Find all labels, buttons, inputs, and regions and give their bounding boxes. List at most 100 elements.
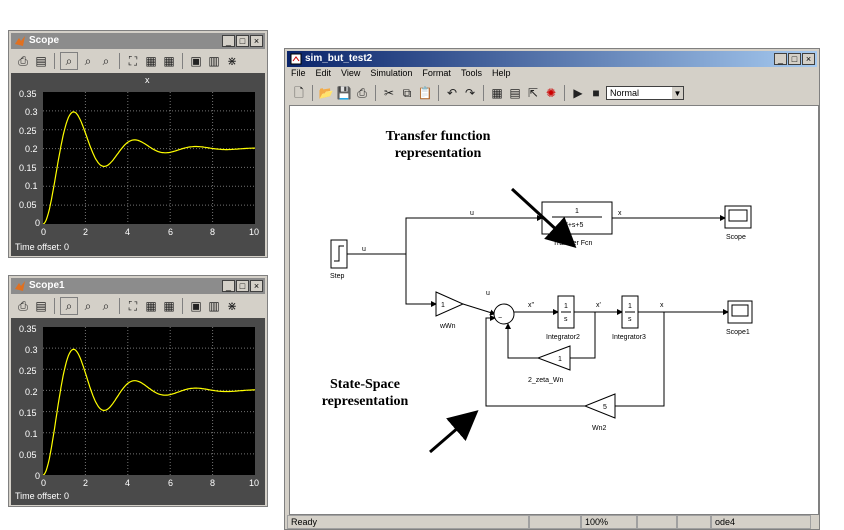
cut-icon[interactable]: ✂ [383, 86, 395, 100]
maximize-button[interactable]: □ [236, 280, 249, 292]
y-tick-label: 0.1 [25, 429, 38, 439]
print-icon[interactable]: ⎙ [18, 54, 28, 68]
stop-simulation-icon[interactable]: ■ [592, 86, 600, 100]
signal-selection-icon[interactable]: ⋇ [226, 299, 238, 313]
gain-wwn-value: 1 [441, 302, 445, 309]
integrator2-block[interactable] [557, 295, 575, 329]
step-block[interactable] [330, 239, 348, 269]
start-simulation-icon[interactable]: ▶ [573, 86, 583, 100]
floating-scope-icon[interactable]: ▣ [190, 54, 202, 68]
sum-minus-sign: − [498, 315, 502, 322]
y-tick-label: 0.3 [25, 345, 38, 355]
restore-axes-icon[interactable]: ▦ [163, 299, 175, 313]
copy-icon[interactable]: ⧉ [402, 86, 412, 100]
toolbar-separator [375, 85, 376, 101]
undo-icon[interactable]: ↶ [446, 86, 458, 100]
menu-format[interactable]: Format [422, 68, 451, 78]
signal-label-xdd: x'' [528, 302, 534, 309]
signal-label-u: u [486, 290, 490, 297]
floating-scope-icon[interactable]: ▣ [190, 299, 202, 313]
x-tick-label: 8 [210, 227, 216, 237]
menu-view[interactable]: View [341, 68, 361, 78]
zoom-y-icon[interactable]: ⌕ [102, 54, 110, 68]
scope1-titlebar[interactable]: Scope1 _ □ × [11, 278, 265, 294]
x-tick-label: 6 [168, 478, 174, 488]
new-model-icon[interactable]: 🗋 [294, 86, 304, 100]
menu-simulation[interactable]: Simulation [370, 68, 413, 78]
close-button[interactable]: × [250, 280, 263, 292]
save-axes-icon[interactable]: ▦ [145, 299, 157, 313]
scope1-block[interactable] [727, 300, 753, 324]
minimize-button[interactable]: _ [222, 280, 235, 292]
scope-titlebar[interactable]: Scope _ □ × [11, 33, 265, 49]
zoom-y-icon[interactable]: ⌕ [102, 299, 110, 313]
library-browser-icon[interactable]: ▦ [491, 86, 503, 100]
lock-axes-icon[interactable]: ▥ [208, 54, 220, 68]
scope-plot-area[interactable] [43, 92, 255, 224]
zoom-icon[interactable]: ⌕ [60, 297, 78, 315]
tf-numerator: 1 [575, 208, 579, 215]
gain-zeta-block[interactable] [536, 345, 571, 371]
restore-axes-icon[interactable]: ▦ [163, 54, 175, 68]
signal-selection-icon[interactable]: ⋇ [226, 54, 238, 68]
minimize-button[interactable]: _ [774, 53, 787, 65]
menu-edit[interactable]: Edit [315, 68, 332, 78]
redo-icon[interactable]: ↷ [464, 86, 476, 100]
simulink-model-window: sim_but_test2 _ □ × File Edit View Simul… [284, 48, 820, 530]
paste-icon[interactable]: 📋 [417, 86, 433, 100]
go-to-parent-icon[interactable]: ⇱ [527, 86, 539, 100]
x-tick-label: 4 [125, 478, 131, 488]
status-empty [677, 515, 711, 529]
y-tick-label: 0 [35, 218, 41, 228]
zoom-x-icon[interactable]: ⌕ [84, 299, 92, 313]
maximize-button[interactable]: □ [236, 35, 249, 47]
matlab-logo-icon [15, 36, 25, 46]
status-solver: ode4 [711, 515, 811, 529]
autoscale-icon[interactable]: ⛶ [128, 54, 138, 68]
scope1-plot-area[interactable] [43, 327, 255, 475]
window-title: sim_but_test2 [305, 53, 373, 64]
tf-label: Transfer Fcn [553, 240, 593, 247]
signal-label-x: x [660, 302, 664, 309]
gain-wn2-block[interactable] [583, 393, 616, 419]
menu-help[interactable]: Help [491, 68, 511, 78]
integrator3-den: s [628, 316, 632, 323]
menu-file[interactable]: File [291, 68, 306, 78]
transfer-fcn-block[interactable] [541, 201, 613, 235]
menu-bar: File Edit View Simulation Format Tools H… [287, 68, 817, 83]
integrator3-block[interactable] [621, 295, 639, 329]
minimize-button[interactable]: _ [222, 35, 235, 47]
lock-axes-icon[interactable]: ▥ [208, 299, 220, 313]
save-icon[interactable]: 💾 [336, 86, 352, 100]
debug-icon[interactable]: ✺ [545, 86, 557, 100]
y-tick-label: 0.2 [25, 387, 38, 397]
parameters-icon[interactable]: ▤ [35, 54, 47, 68]
maximize-button[interactable]: □ [788, 53, 801, 65]
time-offset: Time offset: 0 [15, 491, 70, 501]
model-browser-icon[interactable]: ▤ [509, 86, 521, 100]
gain-wwn-block[interactable] [435, 291, 465, 317]
print-icon[interactable]: ⎙ [357, 86, 367, 100]
gain-zeta-value: 1 [558, 356, 562, 363]
y-tick-label: 0.25 [19, 366, 37, 376]
simulation-mode-select[interactable]: Normal▼ [606, 86, 684, 100]
integrator3-label: Integrator3 [612, 334, 646, 341]
close-button[interactable]: × [802, 53, 815, 65]
scope-block[interactable] [724, 205, 752, 229]
integrator3-num: 1 [628, 303, 632, 310]
annotation-transfer-function: Transfer function representation [385, 129, 491, 161]
model-canvas[interactable]: Step 1 s²+s+5 Transfer Fcn Scope Scope1 … [289, 105, 819, 515]
autoscale-icon[interactable]: ⛶ [128, 299, 138, 313]
parameters-icon[interactable]: ▤ [35, 299, 47, 313]
plot-panel: x 0.35 0.3 0.25 0.2 0.15 0.1 0.05 0 0 2 … [11, 73, 265, 256]
model-titlebar[interactable]: sim_but_test2 _ □ × [287, 51, 817, 67]
close-button[interactable]: × [250, 35, 263, 47]
menu-tools[interactable]: Tools [460, 68, 482, 78]
y-tick-label: 0.35 [19, 89, 37, 99]
sum-block[interactable] [493, 303, 515, 325]
print-icon[interactable]: ⎙ [18, 299, 28, 313]
zoom-x-icon[interactable]: ⌕ [84, 54, 92, 68]
save-axes-icon[interactable]: ▦ [145, 54, 157, 68]
zoom-icon[interactable]: ⌕ [60, 52, 78, 70]
open-icon[interactable]: 📂 [318, 86, 334, 100]
